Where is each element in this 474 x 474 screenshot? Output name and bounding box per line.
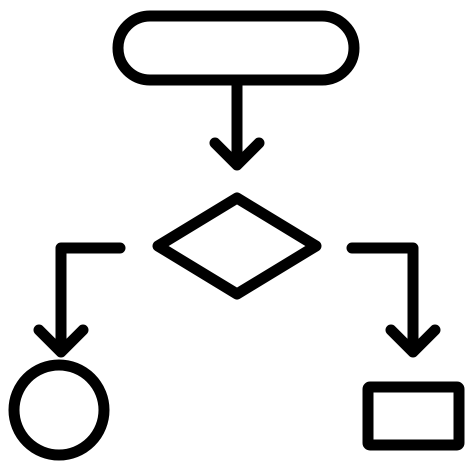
arrow-to-decision (209, 76, 265, 171)
arrow-right-branch (346, 242, 441, 358)
arrow-right-branch-head (385, 324, 441, 358)
arrow-to-decision-head (209, 137, 265, 171)
decision-diamond-shape (152, 192, 322, 300)
start-terminator-shape (112, 10, 360, 86)
arrow-left-branch-line (55, 242, 126, 351)
arrow-right-branch-line (346, 242, 419, 351)
process-rectangle-shape (362, 381, 465, 451)
arrow-left-branch (33, 242, 126, 358)
arrow-left-branch-head (33, 324, 89, 358)
end-circle-shape (8, 359, 110, 461)
